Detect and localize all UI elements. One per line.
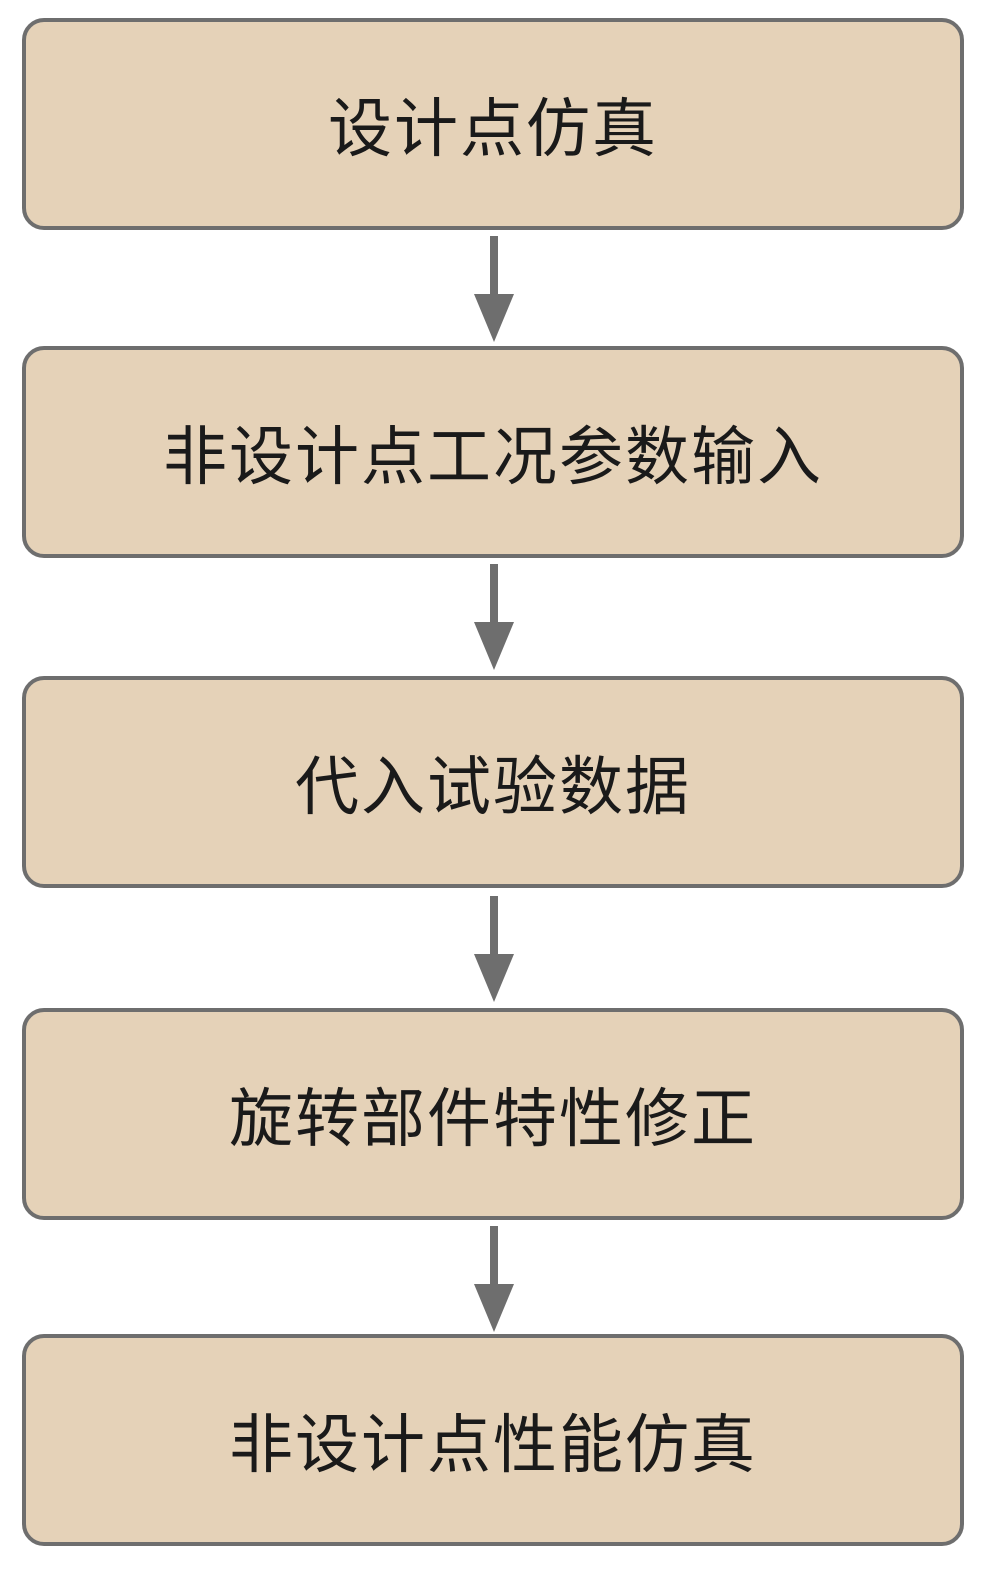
arrow-down-icon: [472, 896, 516, 1002]
arrow-down-icon: [472, 564, 516, 670]
step-off-design-performance-simulation: 非设计点性能仿真: [22, 1334, 964, 1546]
step-label: 代入试验数据: [295, 751, 691, 825]
arrow-down-icon: [472, 1226, 516, 1332]
arrow-down-icon: [472, 236, 516, 342]
step-import-test-data: 代入试验数据: [22, 676, 964, 888]
step-label: 设计点仿真: [328, 93, 658, 167]
step-label: 非设计点性能仿真: [229, 1409, 757, 1483]
step-rotating-component-correction: 旋转部件特性修正: [22, 1008, 964, 1220]
step-label: 旋转部件特性修正: [229, 1083, 757, 1157]
step-design-point-simulation: 设计点仿真: [22, 18, 964, 230]
step-off-design-parameter-input: 非设计点工况参数输入: [22, 346, 964, 558]
step-label: 非设计点工况参数输入: [163, 421, 823, 495]
